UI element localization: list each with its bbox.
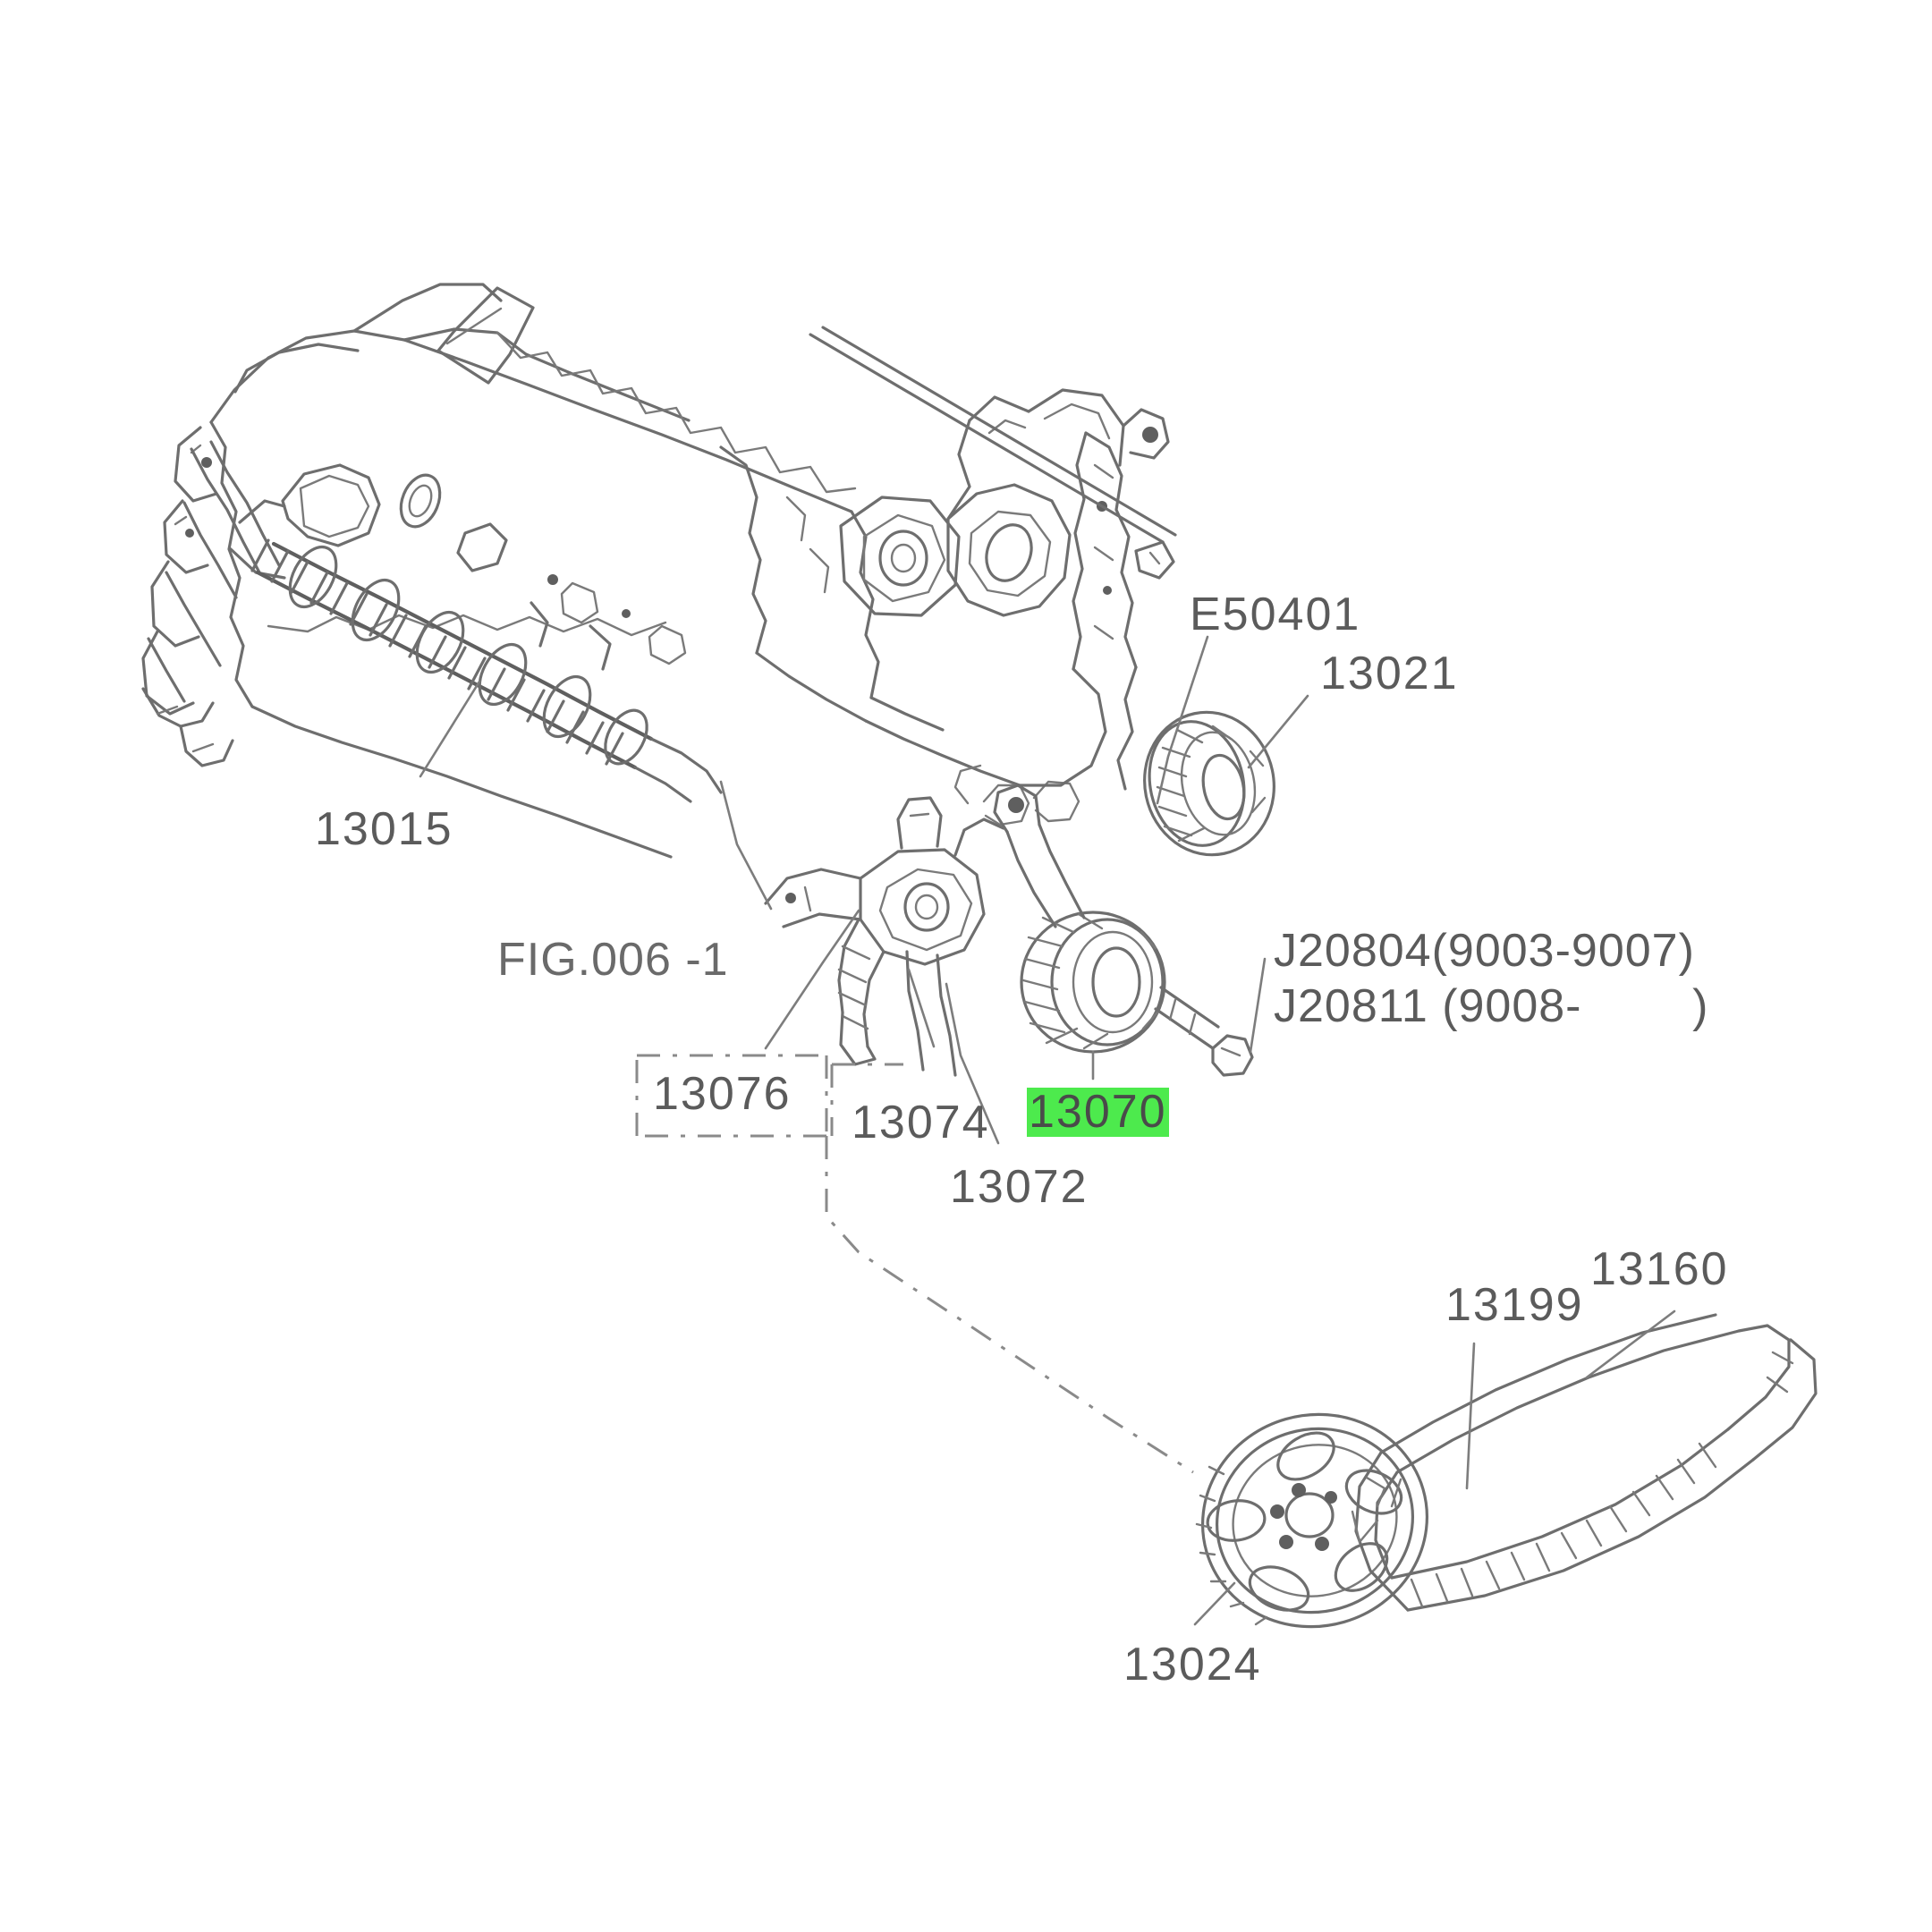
stud-bolt-shaft	[809, 326, 1177, 580]
part-label-13160[interactable]: 13160	[1590, 1243, 1729, 1295]
cylinder-head-assembly	[141, 283, 880, 859]
part-label-j20811[interactable]: J20811 (9008- )	[1274, 980, 1709, 1032]
part-label-13076[interactable]: 13076	[653, 1068, 792, 1120]
part-label-13021[interactable]: 13021	[1320, 648, 1459, 699]
part-label-13070-highlighted[interactable]: 13070	[1027, 1086, 1169, 1138]
front-case-assembly	[839, 388, 1170, 826]
idler-gear-13021	[1143, 710, 1275, 857]
part-label-13199[interactable]: 13199	[1445, 1279, 1584, 1331]
camshaft-shaft	[250, 538, 723, 803]
part-label-13015[interactable]: 13015	[315, 803, 453, 855]
part-label-13074[interactable]: 13074	[852, 1097, 990, 1148]
leader-lines	[419, 635, 1676, 1626]
tensioner-pulley-13070	[993, 784, 1254, 1077]
timing-belt-assembly	[1195, 1313, 1818, 1629]
part-label-e50401[interactable]: E50401	[1190, 589, 1361, 640]
part-label-13072[interactable]: 13072	[950, 1161, 1089, 1213]
part-label-j20804[interactable]: J20804(9003-9007)	[1274, 925, 1695, 977]
part-label-13024[interactable]: 13024	[1123, 1639, 1262, 1690]
tensioner-bracket-assembly	[764, 796, 1005, 1077]
part-label-fig-reference[interactable]: FIG.006 -1	[497, 934, 729, 986]
group-box-13076	[635, 1054, 1194, 1474]
